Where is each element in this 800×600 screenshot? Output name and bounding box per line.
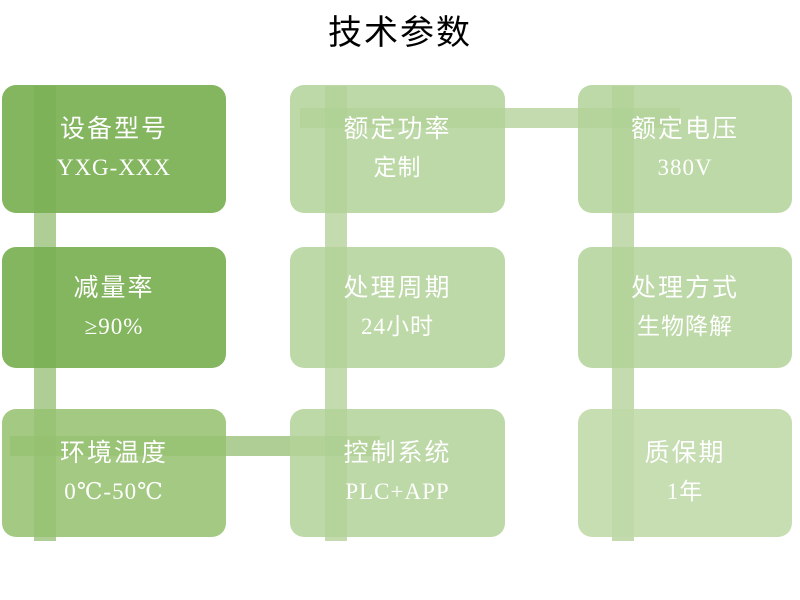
spec-card-warranty-period[interactable]: 质保期 1年 — [578, 409, 792, 537]
spec-value: PLC+APP — [345, 479, 450, 504]
spec-value: 24小时 — [361, 313, 434, 339]
spec-value: 380V — [657, 155, 713, 180]
spec-card-rated-power[interactable]: 额定功率 定制 — [290, 85, 505, 213]
spec-label: 质保期 — [644, 440, 726, 467]
spec-label: 处理周期 — [343, 274, 452, 302]
spec-card-processing-cycle[interactable]: 处理周期 24小时 — [290, 247, 505, 368]
spec-card-reduction-rate[interactable]: 减量率 ≥90% — [2, 247, 226, 368]
spec-card-ambient-temperature[interactable]: 环境温度 0℃-50℃ — [2, 409, 226, 537]
spec-label: 设备型号 — [59, 116, 168, 143]
spec-value: 定制 — [373, 155, 422, 180]
spec-label: 处理方式 — [630, 274, 739, 302]
spec-label: 减量率 — [73, 274, 155, 302]
spec-value: YXG-XXX — [56, 155, 172, 180]
spec-label: 控制系统 — [343, 440, 452, 467]
spec-card-device-model[interactable]: 设备型号 YXG-XXX — [2, 85, 226, 213]
spec-label: 额定电压 — [630, 116, 739, 143]
spec-value: 0℃-50℃ — [64, 479, 164, 504]
spec-value: 1年 — [666, 479, 704, 504]
spec-card-processing-method[interactable]: 处理方式 生物降解 — [578, 247, 792, 368]
spec-value: 生物降解 — [637, 313, 733, 339]
spec-label: 额定功率 — [343, 116, 452, 143]
spec-label: 环境温度 — [59, 440, 168, 467]
spec-card-rated-voltage[interactable]: 额定电压 380V — [578, 85, 792, 213]
spec-value: ≥90% — [84, 313, 144, 339]
page-title: 技术参数 — [328, 15, 472, 52]
spec-card-control-system[interactable]: 控制系统 PLC+APP — [290, 409, 505, 537]
